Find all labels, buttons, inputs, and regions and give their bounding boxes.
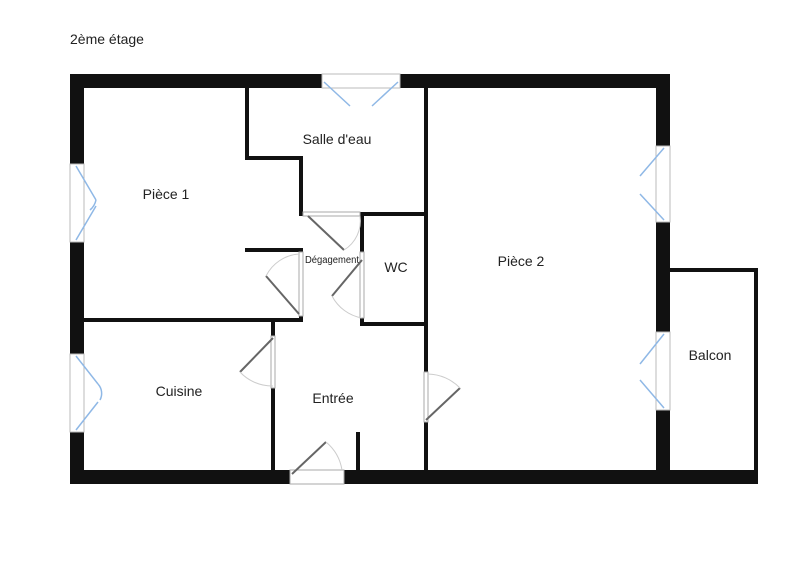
wall-wc-left [360, 212, 364, 252]
room-label-piece2: Pièce 2 [498, 253, 545, 269]
room-label-salle-deau: Salle d'eau [303, 131, 372, 147]
wall-kitchen-right [271, 320, 275, 336]
wall-sdeau-right [299, 156, 303, 216]
door-entree [289, 441, 345, 485]
room-label-piece1: Pièce 1 [143, 186, 190, 202]
wall-p1-bottom [82, 318, 303, 322]
wall-wc-bottom [360, 322, 428, 326]
door-piece2 [423, 371, 461, 423]
balcony-right [754, 268, 758, 484]
doors [239, 211, 461, 485]
wall-sdeau-left [245, 86, 249, 158]
room-label-entree: Entrée [312, 390, 353, 406]
room-labels: Pièce 1 Salle d'eau Dégagement WC Pièce … [143, 131, 732, 406]
wall-p1-stub [245, 248, 301, 252]
wall-top-left [70, 74, 322, 88]
room-label-balcon: Balcon [689, 347, 732, 363]
door-piece1 [265, 251, 304, 317]
floor-label: 2ème étage [70, 31, 144, 47]
wall-right-upper [656, 74, 670, 146]
wall-bottom-right [344, 470, 758, 484]
room-label-degagement: Dégagement [305, 255, 359, 266]
window-piece1 [69, 163, 97, 243]
window-piece2 [639, 145, 671, 223]
wall-kitchen-right-low [271, 388, 275, 472]
balcony-top [668, 268, 758, 272]
room-label-cuisine: Cuisine [156, 383, 203, 399]
door-cuisine [239, 335, 276, 389]
door-sdeau [302, 211, 361, 251]
wall-left-upper [70, 74, 84, 164]
wall-sdeau-bottom [360, 212, 428, 216]
windows [69, 73, 671, 433]
interior-walls [82, 86, 428, 474]
wall-right-lower [656, 410, 670, 484]
wall-entry-stub [356, 432, 360, 472]
wall-right-mid [656, 222, 670, 332]
wall-central [424, 86, 428, 474]
outer-walls [70, 74, 758, 484]
wall-top-right [400, 74, 670, 88]
wall-left-mid [70, 242, 84, 354]
balcony-outline [668, 268, 758, 484]
window-balcony [639, 331, 671, 411]
room-label-wc: WC [384, 259, 407, 275]
window-salle-deau [321, 73, 401, 107]
door-wc [331, 251, 365, 319]
window-cuisine [69, 353, 103, 433]
wall-bottom-left [70, 470, 290, 484]
wall-sdeau-step [245, 156, 303, 160]
